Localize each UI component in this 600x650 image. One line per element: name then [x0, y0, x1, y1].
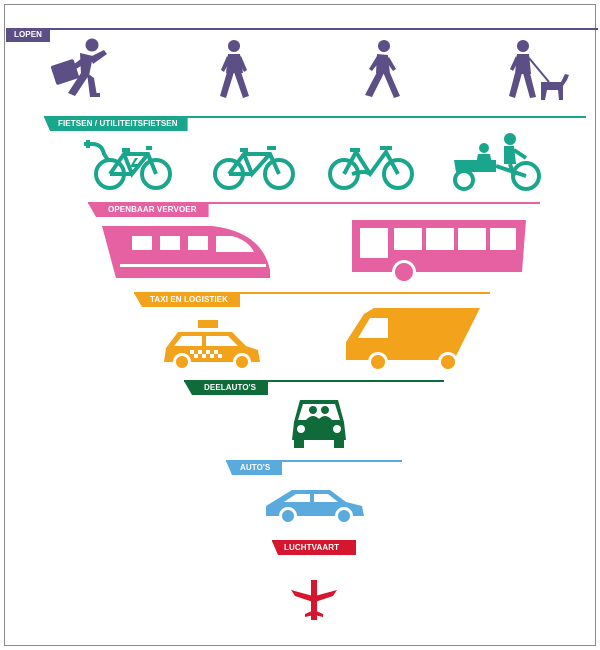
city-bike-icon [326, 142, 416, 192]
tier-walking-line [6, 28, 598, 30]
tier-aviation-label: LUCHTVAART [272, 541, 356, 555]
delivery-van-icon [344, 308, 484, 372]
car-icon [264, 486, 366, 526]
bus-icon [350, 220, 530, 284]
tier-shared-cars-line [184, 380, 444, 382]
cargo-bike-icon [452, 132, 542, 192]
tier-taxi-logistics-label: TAXI EN LOGISTIEK [134, 293, 241, 307]
electric-bike-icon [82, 138, 174, 192]
diagram-frame [4, 4, 596, 646]
tier-walking-label: LOPEN [6, 28, 51, 42]
tier-public-transport-label: OPENBAAR VERVOER [88, 203, 209, 217]
tier-cycling-line [44, 116, 586, 118]
tier-cycling-label: FIETSEN / UTILITEITSFIETSEN [44, 117, 188, 131]
tier-taxi-logistics-line [134, 292, 490, 294]
hiker-icon [360, 40, 404, 100]
airplane-icon [291, 580, 337, 620]
shared-car-icon [290, 396, 348, 448]
running-commuter-icon [45, 38, 115, 100]
walking-person-icon [213, 40, 255, 100]
train-icon [102, 226, 272, 280]
taxi-icon [162, 320, 262, 372]
tier-public-transport-line [88, 202, 540, 204]
tier-cars-label: AUTO'S [226, 461, 283, 475]
bicycle-icon [212, 142, 296, 192]
tier-cars-line [226, 460, 402, 462]
person-walking-dog-icon [505, 40, 573, 102]
tier-shared-cars-label: DEELAUTO'S [184, 381, 269, 395]
